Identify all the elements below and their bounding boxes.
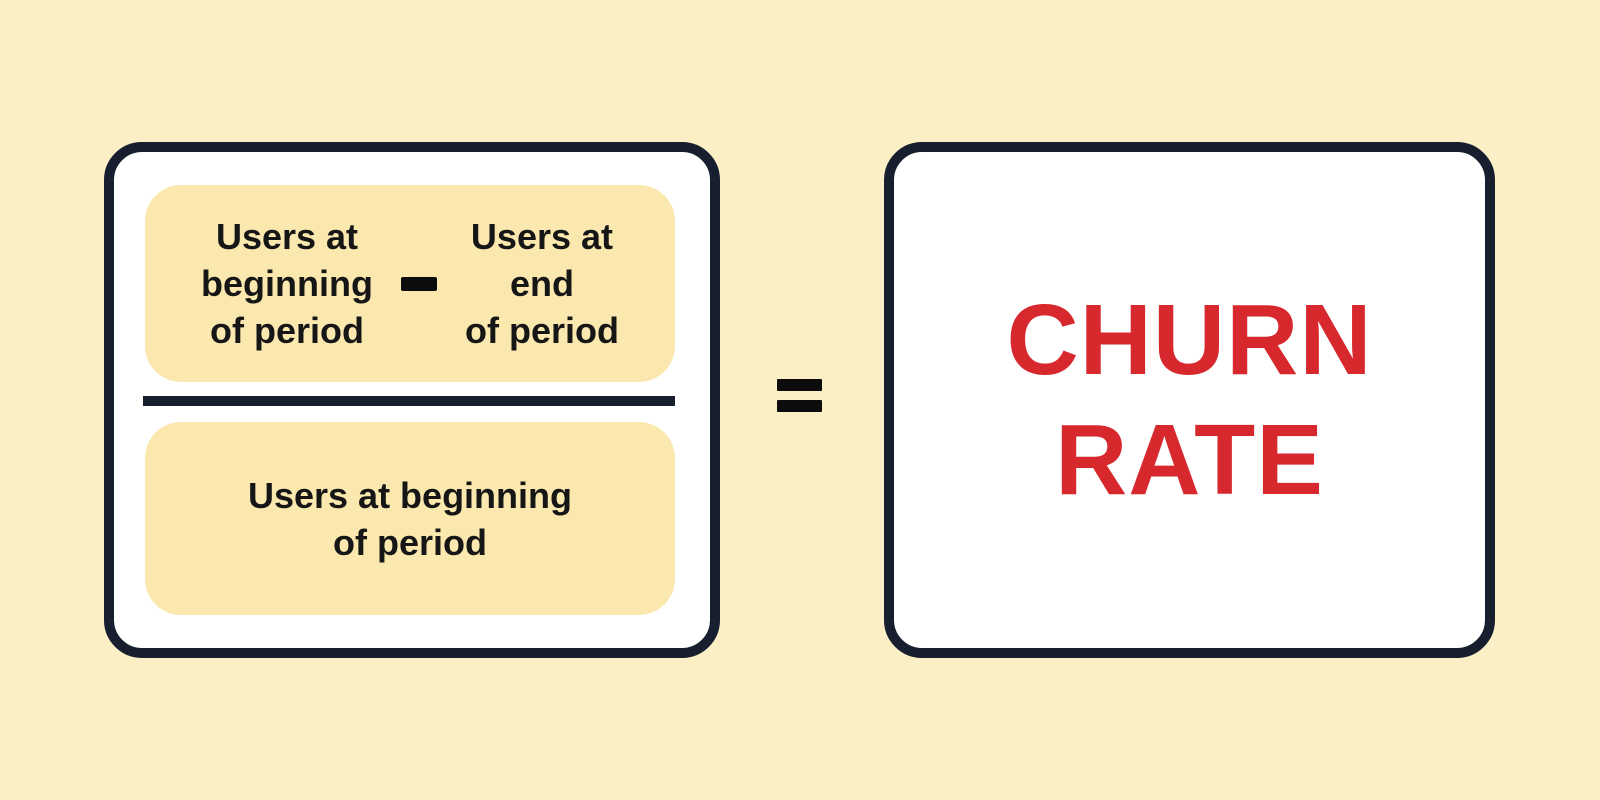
fraction-bar [143,396,675,406]
numerator-box: Users at beginning of period Users at en… [145,185,675,382]
denominator-label: Users at beginning of period [247,474,573,563]
minus-icon [400,276,437,291]
minuend-label: Users at beginning of period [201,216,373,351]
equals-icon [777,379,822,412]
equals-bar-top [777,379,822,391]
equals-bar-bottom [777,400,822,412]
subtrahend-label: Users at end of period [464,216,619,351]
result-panel: CHURN RATE [884,142,1495,658]
result-label: CHURN RATE [1006,284,1373,516]
denominator-box: Users at beginning of period [145,422,675,615]
formula-panel: Users at beginning of period Users at en… [104,142,720,658]
